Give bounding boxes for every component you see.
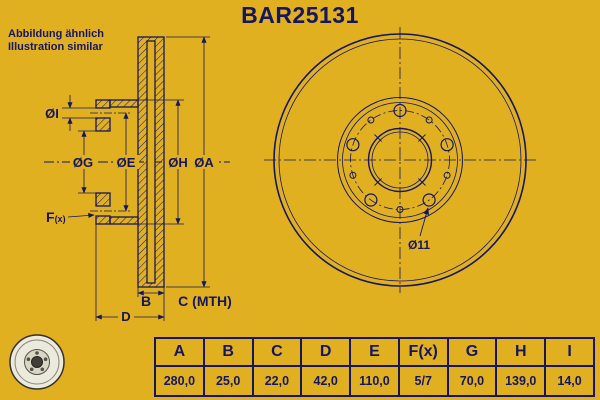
vent-channel: [146, 40, 156, 284]
bolt-hole-diameter-label: Ø11: [408, 238, 430, 252]
bolt-hole: [422, 193, 436, 207]
spec-header-cell: H: [495, 337, 547, 367]
note-line-de: Abbildung ähnlich: [8, 28, 104, 40]
spec-value-row: 280,0 25,0 22,0 42,0 110,0 5/7 70,0 139,…: [154, 365, 595, 397]
flange-segment: [95, 192, 111, 207]
spec-value-cell: 42,0: [300, 365, 352, 397]
spec-table: A B C D E F(x) G H I 280,0 25,0 22,0 42,…: [154, 337, 595, 397]
dim-label-c: C (MTH): [178, 293, 232, 309]
spec-value-cell: 280,0: [154, 365, 205, 397]
fixing-hole: [425, 116, 433, 124]
bolt-hole: [440, 138, 454, 152]
spec-value-cell: 25,0: [202, 365, 254, 397]
fixing-hole: [349, 171, 357, 179]
flange-segment: [95, 117, 111, 132]
similarity-note: Abbildung ähnlich Illustration similar: [8, 28, 104, 53]
spec-header-row: A B C D E F(x) G H I: [154, 337, 595, 367]
spec-header-cell: F(x): [397, 337, 449, 367]
hat-wall-bottom: [109, 216, 139, 225]
spec-value-cell: 139,0: [495, 365, 547, 397]
spec-header-cell: C: [251, 337, 303, 367]
fixing-hole: [367, 116, 375, 124]
spec-value-cell: 14,0: [544, 365, 595, 397]
disc-thumbnail: [9, 334, 65, 390]
dim-label-h: ØH: [168, 155, 188, 170]
thumb-bore: [31, 356, 43, 368]
spec-header-cell: A: [154, 337, 205, 367]
dimension-lines: [62, 36, 210, 321]
note-line-en: Illustration similar: [8, 40, 103, 53]
spec-value-cell: 22,0: [251, 365, 303, 397]
cross-section-labels: ØI ØG ØE ØH ØA D B C (MTH) F(x): [45, 106, 232, 324]
dim-label-a: ØA: [194, 155, 214, 170]
dim-label-e: ØE: [117, 155, 136, 170]
page-title: BAR25131: [241, 2, 359, 28]
spec-header-cell: G: [446, 337, 498, 367]
spec-value-cell: 5/7: [397, 365, 449, 397]
dim-label-b: B: [141, 293, 151, 309]
bolt-hole: [364, 193, 378, 207]
spec-header-cell: E: [349, 337, 400, 367]
dim-label-d: D: [121, 309, 130, 324]
spec-header-cell: I: [544, 337, 595, 367]
front-view: [264, 27, 536, 293]
spec-header-cell: D: [300, 337, 352, 367]
hat-wall-top: [109, 99, 139, 108]
dim-label-f: F(x): [46, 209, 66, 225]
spec-header-cell: B: [202, 337, 254, 367]
bolt-hole: [346, 138, 360, 152]
spec-value-cell: 70,0: [446, 365, 498, 397]
spec-value-cell: 110,0: [349, 365, 400, 397]
dim-label-i: ØI: [45, 106, 59, 121]
dim-label-g: ØG: [73, 155, 93, 170]
technical-drawing: ØI ØG ØE ØH ØA D B C (MTH) F(x): [44, 27, 536, 324]
flange-segment: [95, 99, 111, 109]
flange-segment: [95, 215, 111, 225]
fixing-hole: [443, 171, 451, 179]
